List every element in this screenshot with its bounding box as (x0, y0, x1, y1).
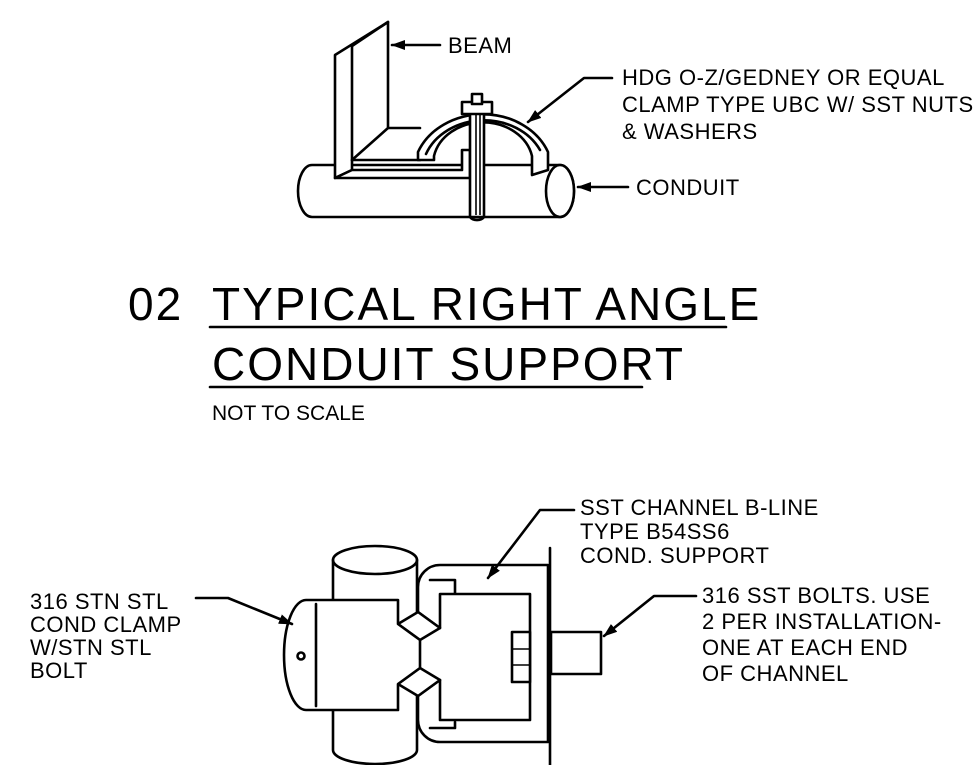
cond-clamp-label-line-2: COND CLAMP (30, 612, 182, 637)
channel-label-line-3: COND. SUPPORT (580, 543, 769, 568)
detail-title-line-2: CONDUIT SUPPORT (212, 338, 685, 390)
clamp-leader (526, 76, 614, 124)
clamp-label-line-2: CLAMP TYPE UBC W/ SST NUTS (622, 92, 974, 117)
channel-support-illustration (282, 544, 603, 765)
bolts-label-line-1: 316 SST BOLTS. USE (702, 583, 930, 608)
cond-clamp-label-line-3: W/STN STL (30, 635, 152, 660)
channel-label-line-2: TYPE B54SS6 (580, 519, 730, 544)
cond-clamp-leader (194, 596, 294, 626)
cond-clamp-label-line-4: BOLT (30, 658, 88, 683)
ubc-clamp (416, 92, 550, 222)
bolts-label-line-2: 2 PER INSTALLATION- (702, 609, 942, 634)
bolts-label-line-4: OF CHANNEL (702, 661, 849, 686)
detail-title-line-1: TYPICAL RIGHT ANGLE (212, 278, 761, 330)
beam-label: BEAM (448, 33, 512, 58)
detail-number: 02 (128, 278, 183, 330)
cond-clamp-label-line-1: 316 STN STL (30, 589, 169, 614)
scale-note: NOT TO SCALE (212, 402, 365, 425)
clamp-label-line-3: & WASHERS (622, 119, 758, 144)
conduit-label: CONDUIT (636, 175, 740, 200)
clamp-label-line-1: HDG O-Z/GEDNEY OR EQUAL (622, 65, 945, 90)
right-angle-support-illustration (296, 20, 576, 222)
angle-beam (333, 20, 472, 180)
bolts-leader (602, 594, 698, 638)
channel-label-line-1: SST CHANNEL B-LINE (580, 495, 819, 520)
bolts-label-line-3: ONE AT EACH END (702, 635, 908, 660)
channel-leader (486, 508, 576, 580)
